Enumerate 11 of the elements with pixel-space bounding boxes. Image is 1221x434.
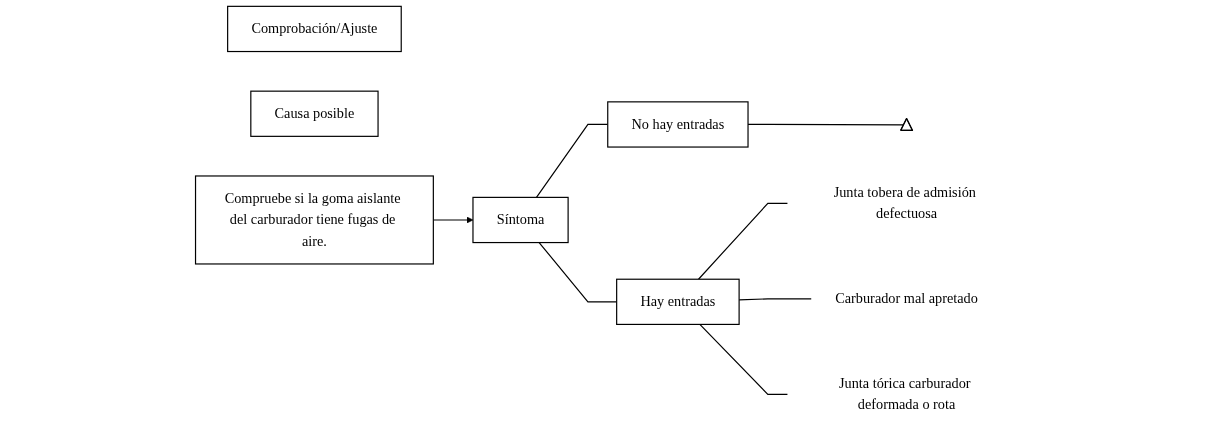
node-box: Causa posible [250,90,379,137]
node-box: Comprobación/Ajuste [227,5,402,53]
node-text: Junta tórica carburador deformada o rota [839,375,971,413]
node-box: Hay entradas [616,278,740,325]
node-text: Carburador mal apretado [835,290,978,307]
connector [699,323,789,395]
node-text: Junta tobera de admisión defectuosa [833,184,976,222]
node-box: No hay entradas [607,101,749,148]
node-box: Síntoma [472,196,569,244]
connector [697,202,789,280]
node-box: Compruebe si la goma aislante del carburador tiene fugas de aire. [194,175,434,265]
